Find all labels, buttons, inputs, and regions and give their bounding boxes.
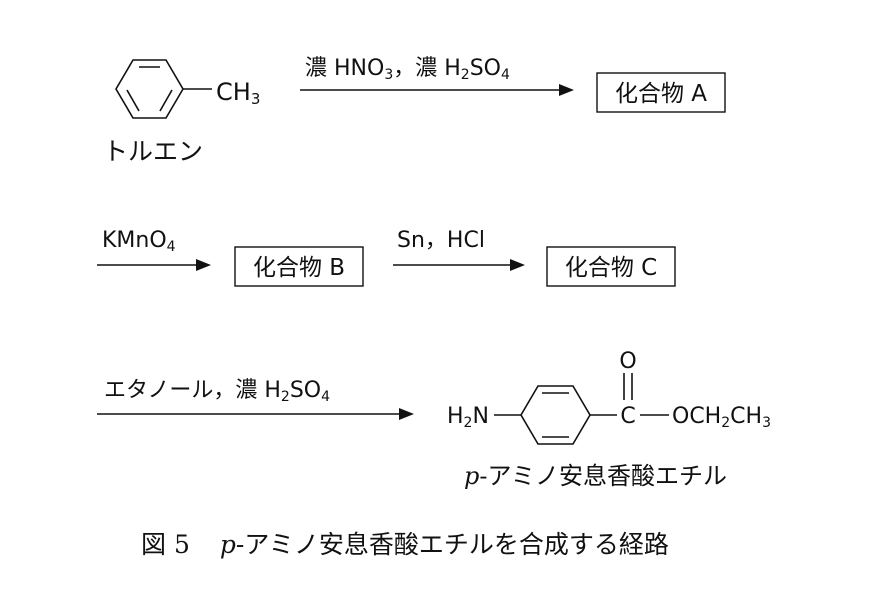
compound-b-box: 化合物 B (234, 246, 364, 287)
toluene-name: トルエン (103, 137, 203, 166)
compound-a-box: 化合物 A (596, 72, 726, 113)
compound-b-label: 化合物 B (253, 255, 345, 281)
toluene-structure: CH3 (115, 59, 260, 119)
reagent-oxidation: KMnO4 (102, 228, 176, 255)
reaction-arrow-3 (393, 259, 525, 271)
reaction-arrow-4 (97, 408, 414, 420)
ethoxy-group: OCH2CH3 (672, 404, 771, 431)
methyl-group: CH3 (216, 78, 260, 108)
benzene-ring (115, 59, 184, 119)
carbonyl-carbon: C (620, 404, 635, 429)
compound-c-label: 化合物 C (565, 255, 657, 281)
amino-group: H2N (447, 404, 489, 431)
compound-a-label: 化合物 A (615, 81, 707, 107)
reagent-nitration: 濃 HNO3，濃 H2SO4 (305, 56, 510, 83)
compound-c-box: 化合物 C (546, 246, 676, 287)
reagent-reduction: Sn，HCl (397, 228, 485, 253)
reagent-esterification: エタノール，濃 H2SO4 (104, 378, 330, 405)
reaction-arrow-1 (300, 84, 574, 96)
benzene-inner-bond (159, 89, 173, 112)
ethyl-p-aminobenzoate-structure: H2N C O OCH2CH3 (447, 349, 771, 445)
benzene-ring (520, 385, 591, 445)
benzene-inner-bond (126, 89, 140, 112)
product-name: p-アミノ安息香酸エチル (464, 462, 727, 490)
carbonyl-oxygen: O (619, 349, 636, 374)
reaction-arrow-2 (97, 259, 211, 271)
